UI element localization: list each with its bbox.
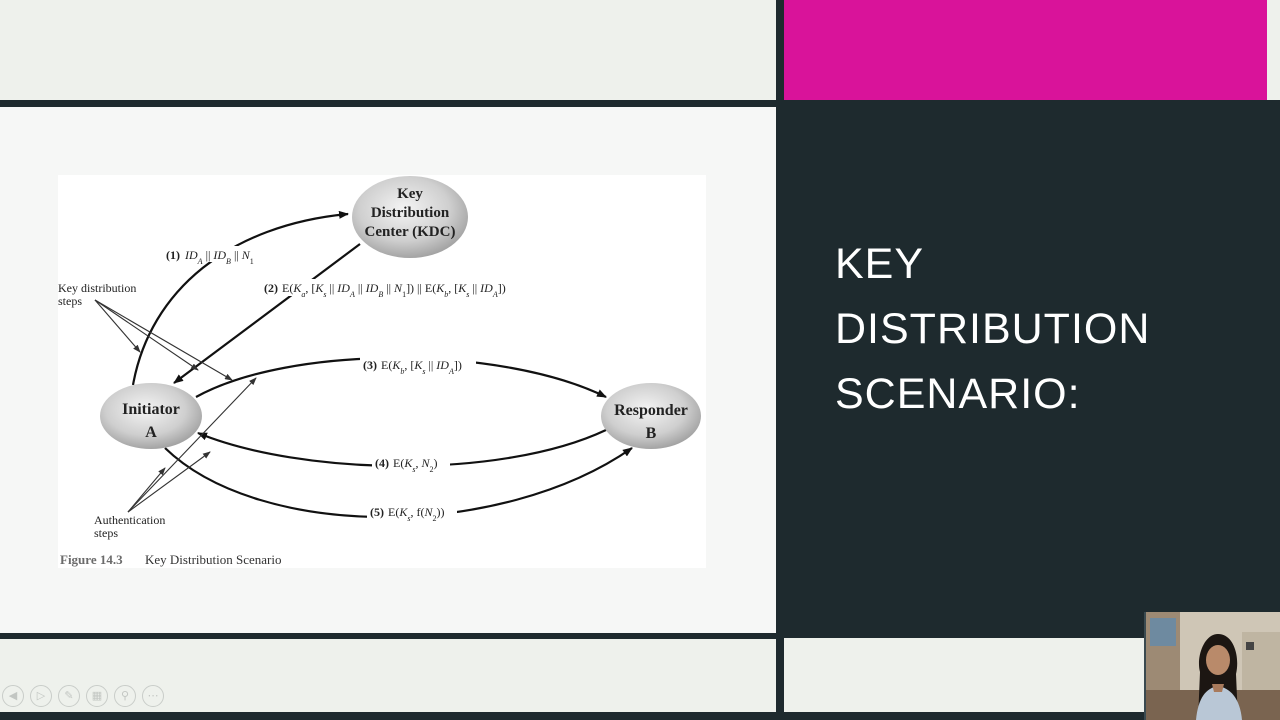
svg-text:Distribution: Distribution: [371, 205, 450, 221]
message-label-1: (1)IDA || IDB || N1: [163, 246, 271, 266]
svg-text:(1)IDA || IDB || N1: (1)IDA || IDB || N1: [166, 248, 254, 266]
message-label-4: (4)E(Ks, N2): [372, 454, 450, 474]
figure-caption: Figure 14.3 Key Distribution Scenario: [60, 552, 281, 567]
svg-text:Key: Key: [397, 186, 423, 202]
svg-text:steps: steps: [58, 294, 82, 308]
title-panel: [784, 100, 1280, 638]
arrow-msg-2: [173, 243, 361, 384]
play-icon[interactable]: ▷: [30, 685, 52, 707]
authentication-pointers: [127, 377, 257, 513]
slide-title: KEY DISTRIBUTION SCENARIO:: [835, 232, 1255, 427]
top-divider: [0, 100, 776, 107]
svg-text:A: A: [145, 424, 157, 441]
message-label-2: (2)E(Ka, [Ks || IDA || IDB || N1]) || E(…: [260, 279, 542, 299]
svg-text:Responder: Responder: [614, 402, 688, 419]
responder-node: Responder B: [601, 383, 701, 449]
pen-icon[interactable]: ✎: [58, 685, 80, 707]
right-edge-strip: [1267, 0, 1280, 100]
svg-text:Initiator: Initiator: [122, 401, 180, 418]
svg-text:(5)E(Ks, f(N2)): (5)E(Ks, f(N2)): [370, 505, 444, 523]
key-distribution-steps-label: Key distribution steps: [58, 281, 136, 308]
svg-text:Authentication: Authentication: [94, 513, 165, 527]
zoom-icon[interactable]: ⚲: [114, 685, 136, 707]
previous-icon[interactable]: ◀: [2, 685, 24, 707]
svg-text:Figure 14.3: Figure 14.3: [60, 552, 123, 567]
message-label-3: (3)E(Kb, [Ks || IDA]): [360, 356, 476, 376]
presentation-controls: ◀ ▷ ✎ ▦ ⚲ ⋯: [2, 685, 164, 707]
presenter-video-frame: [1146, 612, 1280, 720]
svg-text:(2)E(Ka, [Ks || IDA || IDB ||: (2)E(Ka, [Ks || IDA || IDB || N1]) || E(…: [264, 281, 506, 299]
svg-text:B: B: [646, 425, 657, 442]
svg-text:Center (KDC): Center (KDC): [365, 224, 456, 240]
svg-text:(4)E(Ks, N2): (4)E(Ks, N2): [375, 456, 437, 474]
slides-icon[interactable]: ▦: [86, 685, 108, 707]
arrow-msg-1: [131, 210, 349, 386]
bottom-edge: [0, 712, 1280, 720]
message-label-5: (5)E(Ks, f(N2)): [367, 503, 457, 523]
authentication-steps-label: Authentication steps: [94, 513, 165, 540]
svg-text:(3)E(Kb, [Ks || IDA]): (3)E(Kb, [Ks || IDA]): [363, 358, 462, 376]
slide-title-line: KEY: [835, 240, 925, 288]
svg-text:Key Distribution Scenario: Key Distribution Scenario: [145, 552, 281, 567]
svg-text:Key distribution: Key distribution: [58, 281, 136, 295]
initiator-node: Initiator A: [100, 383, 202, 449]
key-distribution-pointers: [94, 299, 233, 381]
top-left-band: [0, 0, 776, 100]
key-distribution-diagram: Key Distribution Center (KDC) Initiator …: [58, 176, 701, 567]
slide-title-line: SCENARIO:: [835, 370, 1081, 418]
accent-band: [784, 0, 1267, 100]
more-icon[interactable]: ⋯: [142, 685, 164, 707]
svg-text:steps: steps: [94, 526, 118, 540]
vertical-divider: [776, 0, 784, 720]
slide-title-line: DISTRIBUTION: [835, 305, 1151, 353]
bottom-divider: [0, 633, 776, 639]
kdc-node: Key Distribution Center (KDC): [352, 176, 468, 258]
presenter-webcam: [1144, 612, 1280, 720]
